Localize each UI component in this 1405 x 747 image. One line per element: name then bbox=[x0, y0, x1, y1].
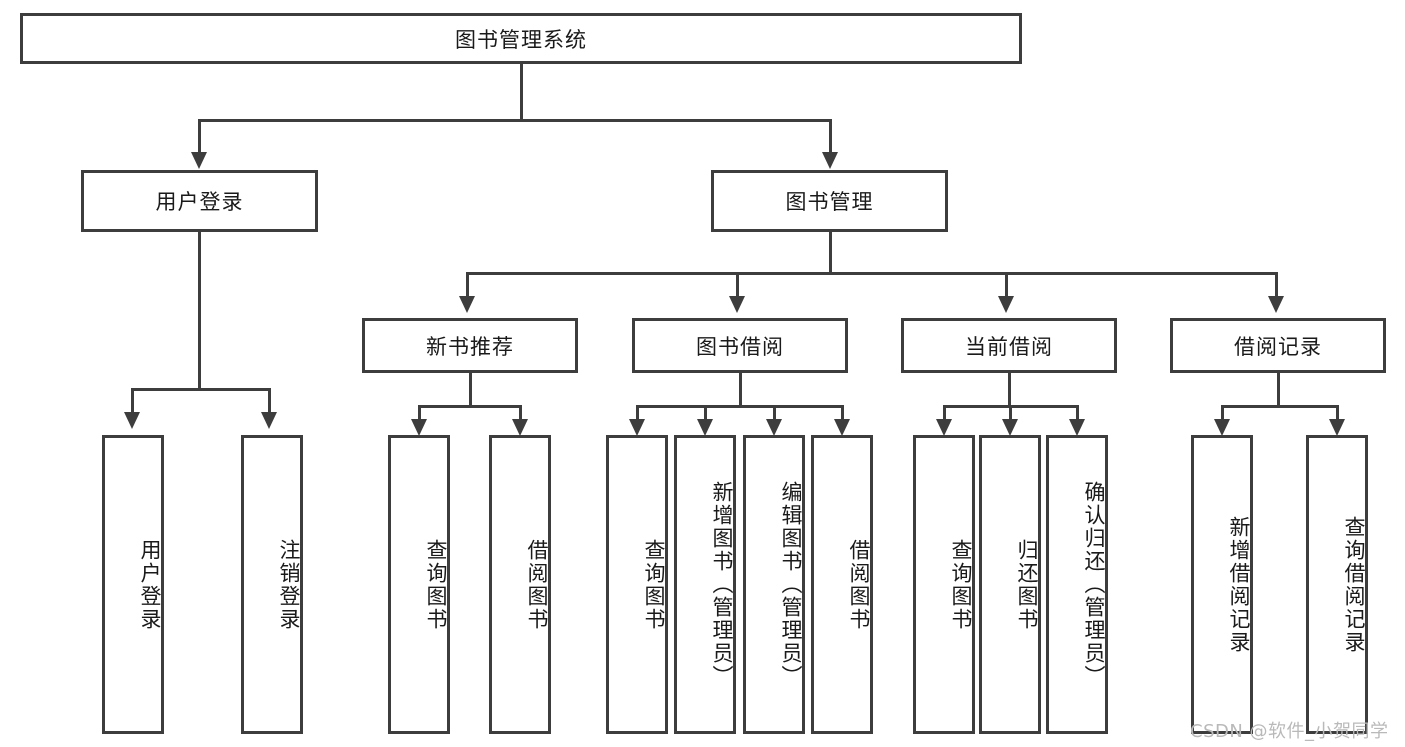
edge-user-login-drop-2 bbox=[268, 388, 271, 415]
arrow-to-book-management bbox=[822, 152, 838, 169]
node-label: 图书管理系统 bbox=[455, 27, 587, 52]
node-label: 图书借阅 bbox=[696, 334, 784, 359]
edge-user-login-stem bbox=[198, 232, 201, 390]
edge-book-borrow-drop-3 bbox=[773, 405, 776, 423]
edge-new-book-drop-1 bbox=[418, 405, 421, 423]
edge-current-borrow-drop-2 bbox=[1009, 405, 1012, 423]
edge-user-login-drop-1 bbox=[131, 388, 134, 415]
edge-level3-bus bbox=[466, 272, 1278, 275]
edge-book-borrow-drop-1 bbox=[636, 405, 639, 423]
edge-book-borrow-stem bbox=[739, 373, 742, 407]
arrow-to-leaf-query-book-1 bbox=[411, 419, 427, 436]
edge-level2-drop-left bbox=[198, 119, 201, 155]
node-label: 图书管理 bbox=[785, 190, 874, 214]
node-user-login[interactable]: 用户登录 bbox=[81, 170, 318, 232]
node-root-book-management-system[interactable]: 图书管理系统 bbox=[20, 13, 1022, 64]
leaf-add-book-admin[interactable]: 新增图书（管理员） bbox=[674, 435, 736, 734]
leaf-label: 归还图书 bbox=[1015, 538, 1039, 631]
leaf-label: 注销登录 bbox=[277, 538, 301, 631]
edge-book-borrow-drop-2 bbox=[704, 405, 707, 423]
leaf-edit-book-admin[interactable]: 编辑图书（管理员） bbox=[743, 435, 805, 734]
arrow-to-leaf-add-record bbox=[1214, 419, 1230, 436]
edge-borrow-record-drop-1 bbox=[1221, 405, 1224, 423]
arrow-to-borrow-record bbox=[1268, 296, 1284, 313]
leaf-query-borrow-record[interactable]: 查询借阅记录 bbox=[1306, 435, 1368, 734]
arrow-to-leaf-borrow-book-1 bbox=[512, 419, 528, 436]
arrow-to-leaf-add-book bbox=[697, 419, 713, 436]
arrow-to-leaf-query-book-2 bbox=[629, 419, 645, 436]
arrow-to-leaf-edit-book bbox=[766, 419, 782, 436]
leaf-user-login[interactable]: 用户登录 bbox=[102, 435, 164, 734]
node-new-book-recommend[interactable]: 新书推荐 bbox=[362, 318, 578, 373]
edge-level3-drop-4 bbox=[1275, 272, 1278, 299]
edge-level3-drop-1 bbox=[466, 272, 469, 299]
node-book-borrow[interactable]: 图书借阅 bbox=[632, 318, 848, 373]
leaf-add-borrow-record[interactable]: 新增借阅记录 bbox=[1191, 435, 1253, 734]
leaf-label: 用户登录 bbox=[138, 538, 162, 631]
node-label: 用户登录 bbox=[155, 190, 244, 214]
edge-book-management-stem bbox=[829, 232, 832, 274]
edge-borrow-record-bus bbox=[1221, 405, 1338, 408]
node-label: 新书推荐 bbox=[426, 334, 514, 359]
edge-new-book-stem bbox=[469, 373, 472, 407]
leaf-logout[interactable]: 注销登录 bbox=[241, 435, 303, 734]
leaf-label: 查询图书 bbox=[424, 538, 448, 631]
arrow-to-book-borrow bbox=[729, 296, 745, 313]
arrow-to-leaf-confirm-return bbox=[1069, 419, 1085, 436]
edge-current-borrow-stem bbox=[1008, 373, 1011, 407]
node-borrow-record[interactable]: 借阅记录 bbox=[1170, 318, 1386, 373]
node-label: 当前借阅 bbox=[965, 334, 1053, 359]
node-current-borrow[interactable]: 当前借阅 bbox=[901, 318, 1117, 373]
edge-level3-drop-3 bbox=[1005, 272, 1008, 299]
watermark: CSDN @软件_小贺同学 bbox=[1190, 721, 1389, 742]
leaf-return-book[interactable]: 归还图书 bbox=[979, 435, 1041, 734]
edge-borrow-record-stem bbox=[1277, 373, 1280, 407]
node-label: 借阅记录 bbox=[1234, 334, 1322, 359]
leaf-label: 借阅图书 bbox=[525, 538, 549, 631]
leaf-label: 查询借阅记录 bbox=[1342, 515, 1366, 654]
leaf-query-book-borrow[interactable]: 查询图书 bbox=[606, 435, 668, 734]
leaf-query-book-recommend[interactable]: 查询图书 bbox=[388, 435, 450, 734]
edge-user-login-bus bbox=[131, 388, 268, 391]
edge-level3-drop-2 bbox=[736, 272, 739, 299]
edge-book-borrow-drop-4 bbox=[841, 405, 844, 423]
edge-level2-bus bbox=[198, 119, 832, 122]
leaf-borrow-book-recommend[interactable]: 借阅图书 bbox=[489, 435, 551, 734]
leaf-label: 查询图书 bbox=[642, 538, 666, 631]
leaf-label: 借阅图书 bbox=[847, 538, 871, 631]
edge-current-borrow-drop-3 bbox=[1076, 405, 1079, 423]
arrow-to-leaf-logout bbox=[261, 412, 277, 429]
leaf-confirm-return-admin[interactable]: 确认归还（管理员） bbox=[1046, 435, 1108, 734]
edge-new-book-drop-2 bbox=[519, 405, 522, 423]
node-book-management[interactable]: 图书管理 bbox=[711, 170, 948, 232]
arrow-to-leaf-query-record bbox=[1329, 419, 1345, 436]
leaf-label: 查询图书 bbox=[949, 538, 973, 631]
arrow-to-leaf-borrow-book-2 bbox=[834, 419, 850, 436]
arrow-to-leaf-query-book-3 bbox=[936, 419, 952, 436]
leaf-query-book-current[interactable]: 查询图书 bbox=[913, 435, 975, 734]
arrow-to-leaf-user-login bbox=[124, 412, 140, 429]
arrow-to-user-login bbox=[191, 152, 207, 169]
edge-current-borrow-drop-1 bbox=[943, 405, 946, 423]
arrow-to-current-borrow bbox=[998, 296, 1014, 313]
edge-book-borrow-bus bbox=[636, 405, 844, 408]
edge-new-book-bus bbox=[418, 405, 522, 408]
leaf-label: 确认归还（管理员） bbox=[1082, 481, 1106, 688]
leaf-label: 新增图书（管理员） bbox=[710, 481, 734, 688]
edge-root-stem bbox=[520, 64, 523, 120]
leaf-borrow-book-borrow[interactable]: 借阅图书 bbox=[811, 435, 873, 734]
arrow-to-new-book-recommend bbox=[459, 296, 475, 313]
edge-borrow-record-drop-2 bbox=[1336, 405, 1339, 423]
leaf-label: 新增借阅记录 bbox=[1227, 515, 1251, 654]
leaf-label: 编辑图书（管理员） bbox=[779, 481, 803, 688]
edge-level2-drop-right bbox=[829, 119, 832, 155]
arrow-to-leaf-return-book bbox=[1002, 419, 1018, 436]
